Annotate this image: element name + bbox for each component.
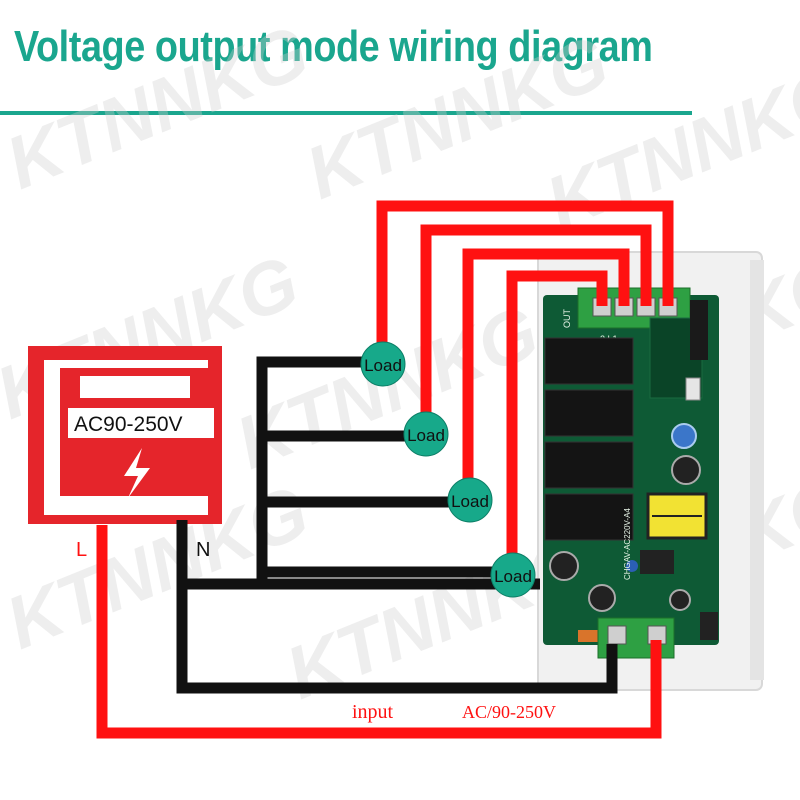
load-circle — [490, 552, 536, 598]
live-label: L — [76, 539, 87, 561]
input-voltage-label: AC/90-250V — [462, 702, 556, 722]
capacitor — [671, 423, 697, 449]
neutral-bus — [256, 356, 372, 584]
ic-chip — [640, 550, 674, 574]
antenna-coil — [690, 300, 708, 360]
loads: Load Load Load Load — [360, 341, 536, 598]
load-label: Load — [364, 356, 402, 375]
neutral-input-wire — [176, 520, 618, 694]
load-4-wire — [506, 270, 608, 560]
load-label: Load — [494, 567, 532, 586]
load-circle — [447, 477, 493, 523]
relay — [544, 441, 634, 489]
load-2-wire — [420, 224, 652, 422]
page-title: Voltage output mode wiring diagram — [14, 22, 653, 71]
neutral-wires — [176, 356, 618, 694]
watermark: KTNNKG — [0, 9, 319, 205]
live-wires — [96, 200, 674, 739]
chip-label: CHGAV-AC220V-A4 — [623, 508, 632, 580]
ic-chip — [700, 612, 718, 640]
load-1: Load — [360, 341, 406, 387]
load-1-wire — [376, 200, 674, 352]
neutral-label: N — [196, 539, 210, 561]
terminal-screw — [607, 625, 627, 645]
load-2: Load — [403, 411, 449, 457]
load-4: Load — [490, 552, 536, 598]
relay — [544, 337, 634, 385]
din-housing-edge — [750, 260, 764, 680]
relay — [544, 493, 634, 541]
relay-board: OUT 2 L1 CHGAV-AC220V-A4 — [543, 287, 719, 659]
capacitor — [588, 584, 616, 612]
meter-window — [80, 376, 190, 398]
relay — [544, 389, 634, 437]
lightning-bolt-icon — [124, 448, 150, 498]
small-capacitor — [626, 560, 638, 572]
live-input-wire — [96, 525, 662, 739]
capacitor — [549, 551, 579, 581]
power-box: AC90-250V L N — [28, 346, 222, 561]
load-circle — [360, 341, 406, 387]
load-3-wire — [462, 248, 630, 488]
out-label: OUT — [562, 309, 572, 329]
capacitor — [671, 455, 701, 485]
load-circle — [403, 411, 449, 457]
power-voltage-label: AC90-250V — [74, 413, 183, 436]
crystal — [685, 377, 701, 401]
capacitor — [669, 589, 691, 611]
fuse — [578, 630, 598, 642]
voltage-label-box — [68, 408, 214, 438]
power-box-base — [44, 497, 208, 515]
load-label: Load — [407, 426, 445, 445]
load-label: Load — [451, 492, 489, 511]
load-3: Load — [447, 477, 493, 523]
title-underline — [0, 111, 692, 115]
input-label: input — [352, 701, 394, 723]
